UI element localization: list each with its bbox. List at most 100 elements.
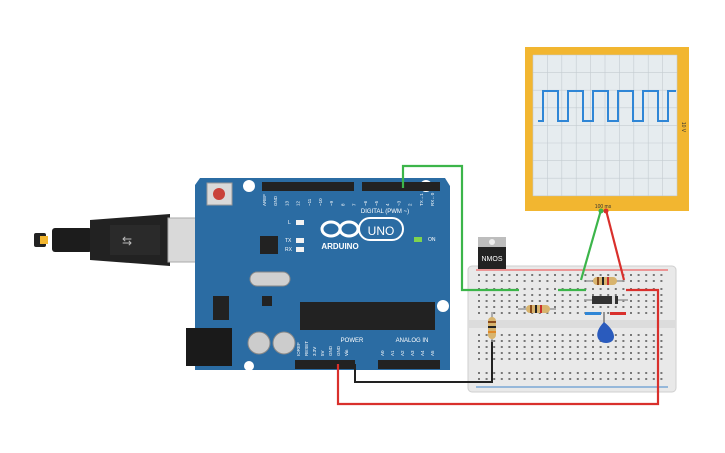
bb-hole[interactable]	[523, 280, 526, 282]
bb-hole[interactable]	[584, 346, 587, 348]
bb-hole[interactable]	[607, 294, 610, 296]
bb-hole[interactable]	[660, 352, 663, 354]
bb-hole[interactable]	[607, 378, 610, 380]
bb-hole[interactable]	[652, 294, 655, 296]
bb-hole[interactable]	[500, 340, 503, 342]
bb-hole[interactable]	[500, 334, 503, 336]
bb-hole[interactable]	[652, 312, 655, 314]
bb-hole[interactable]	[485, 334, 488, 336]
bb-hole[interactable]	[561, 312, 564, 314]
bb-hole[interactable]	[576, 312, 579, 314]
bb-hole[interactable]	[554, 346, 556, 348]
bb-hole[interactable]	[508, 358, 511, 360]
bb-hole[interactable]	[630, 352, 632, 354]
bb-hole[interactable]	[614, 274, 617, 276]
bb-hole[interactable]	[584, 334, 587, 336]
bb-hole[interactable]	[569, 280, 572, 282]
bb-hole[interactable]	[652, 280, 655, 282]
bb-hole[interactable]	[508, 334, 511, 336]
bb-hole[interactable]	[614, 358, 617, 360]
bb-hole[interactable]	[592, 274, 594, 276]
bb-hole[interactable]	[508, 352, 511, 354]
bb-hole[interactable]	[478, 300, 480, 302]
bb-hole[interactable]	[569, 358, 572, 360]
bb-hole[interactable]	[569, 340, 572, 342]
bb-hole[interactable]	[478, 274, 480, 276]
bb-hole[interactable]	[523, 352, 526, 354]
bb-hole[interactable]	[622, 300, 625, 302]
bb-hole[interactable]	[508, 300, 511, 302]
bb-hole[interactable]	[523, 306, 526, 308]
bb-hole[interactable]	[607, 274, 610, 276]
bb-hole[interactable]	[630, 358, 632, 360]
bb-hole[interactable]	[546, 378, 549, 380]
bb-hole[interactable]	[531, 300, 534, 302]
bb-hole[interactable]	[652, 358, 655, 360]
bb-hole[interactable]	[523, 312, 526, 314]
bb-hole[interactable]	[516, 340, 518, 342]
bb-hole[interactable]	[637, 274, 640, 276]
bb-hole[interactable]	[660, 340, 663, 342]
bb-hole[interactable]	[622, 334, 625, 336]
bb-hole[interactable]	[584, 340, 587, 342]
bb-hole[interactable]	[516, 294, 518, 296]
bb-hole[interactable]	[546, 352, 549, 354]
bb-hole[interactable]	[630, 280, 632, 282]
bb-hole[interactable]	[485, 372, 488, 374]
bb-hole[interactable]	[516, 378, 518, 380]
bb-hole[interactable]	[660, 274, 663, 276]
bb-hole[interactable]	[599, 306, 602, 308]
bb-hole[interactable]	[561, 300, 564, 302]
bb-hole[interactable]	[485, 352, 488, 354]
bb-hole[interactable]	[500, 280, 503, 282]
bb-hole[interactable]	[637, 300, 640, 302]
bb-hole[interactable]	[645, 334, 648, 336]
bb-hole[interactable]	[607, 372, 610, 374]
bb-hole[interactable]	[660, 280, 663, 282]
bb-hole[interactable]	[599, 288, 602, 290]
bb-hole[interactable]	[554, 300, 556, 302]
bb-hole[interactable]	[485, 378, 488, 380]
bb-hole[interactable]	[516, 300, 518, 302]
bb-hole[interactable]	[554, 340, 556, 342]
bb-hole[interactable]	[554, 274, 556, 276]
bb-hole[interactable]	[630, 346, 632, 348]
bb-hole[interactable]	[622, 352, 625, 354]
bb-hole[interactable]	[516, 346, 518, 348]
bb-hole[interactable]	[637, 294, 640, 296]
bb-hole[interactable]	[561, 358, 564, 360]
breadboard[interactable]	[467, 265, 677, 393]
bb-hole[interactable]	[478, 306, 480, 308]
bb-hole[interactable]	[561, 340, 564, 342]
bb-hole[interactable]	[531, 358, 534, 360]
bb-hole[interactable]	[546, 280, 549, 282]
bb-hole[interactable]	[576, 300, 579, 302]
bb-hole[interactable]	[645, 306, 648, 308]
bb-hole[interactable]	[569, 334, 572, 336]
bb-hole[interactable]	[485, 274, 488, 276]
bb-hole[interactable]	[493, 340, 496, 342]
bb-hole[interactable]	[660, 300, 663, 302]
bb-hole[interactable]	[523, 372, 526, 374]
bb-hole[interactable]	[576, 358, 579, 360]
bb-hole[interactable]	[516, 306, 518, 308]
bb-hole[interactable]	[508, 340, 511, 342]
bb-hole[interactable]	[630, 294, 632, 296]
bb-hole[interactable]	[523, 340, 526, 342]
bb-hole[interactable]	[637, 378, 640, 380]
nmos-transistor[interactable]: NMOS	[478, 237, 506, 269]
bb-hole[interactable]	[630, 300, 632, 302]
bb-hole[interactable]	[645, 378, 648, 380]
bb-hole[interactable]	[592, 372, 594, 374]
bb-hole[interactable]	[660, 312, 663, 314]
bb-hole[interactable]	[607, 306, 610, 308]
bb-hole[interactable]	[584, 280, 587, 282]
bb-hole[interactable]	[538, 294, 541, 296]
bb-hole[interactable]	[531, 346, 534, 348]
bb-hole[interactable]	[554, 306, 556, 308]
bb-hole[interactable]	[645, 352, 648, 354]
bb-hole[interactable]	[569, 274, 572, 276]
arduino-board[interactable]: UNO ARDUINO DIGITAL (PWM ~) POWER ANALOG…	[186, 178, 450, 371]
bb-hole[interactable]	[561, 334, 564, 336]
bb-hole[interactable]	[576, 352, 579, 354]
